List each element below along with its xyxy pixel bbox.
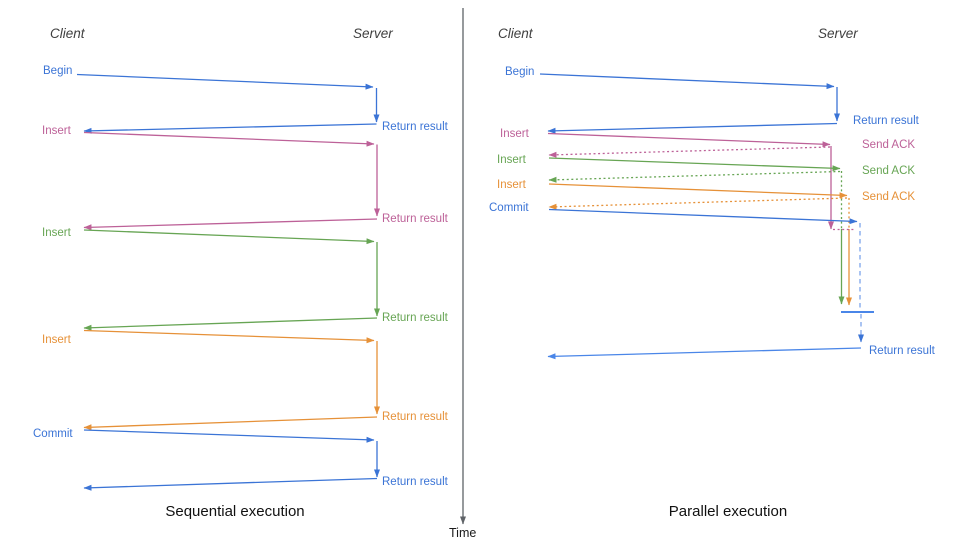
return-result-label: Return result [869, 345, 936, 357]
request-arrow-commit [548, 208, 858, 225]
request-arrow-insert2 [548, 157, 841, 172]
request-arrow-begin [539, 73, 835, 90]
return-arrow-begin [83, 123, 377, 134]
return-result-label: Return result [853, 115, 920, 127]
message-label-begin: Begin [505, 66, 534, 78]
message-label-insert2: Insert [42, 227, 72, 239]
send-ack-label: Send ACK [862, 139, 915, 151]
return-result-label: Return result [382, 312, 449, 324]
ack-arrow-insert2 [548, 170, 841, 183]
server-header: Server [818, 26, 858, 41]
message-label-commit: Commit [33, 428, 73, 440]
return-arrow-insert1 [83, 218, 378, 231]
message-label-insert1: Insert [500, 128, 530, 140]
send-ack-label: Send ACK [862, 191, 915, 203]
return-arrow-begin [547, 122, 838, 134]
request-arrow-insert3 [548, 183, 848, 199]
return-result-label: Return result [382, 476, 449, 488]
panel-caption-sequential: Sequential execution [165, 503, 304, 520]
request-arrow-begin [76, 73, 374, 90]
client-header: Client [498, 26, 534, 41]
send-ack-label: Send ACK [862, 165, 915, 177]
message-label-insert2: Insert [497, 154, 527, 166]
request-arrow-insert1 [83, 131, 375, 147]
sequential-panel: Client Server Begin Return result Insert… [33, 26, 449, 520]
time-axis: Time [449, 8, 476, 540]
request-arrow-commit [83, 429, 375, 443]
ack-arrow-insert3 [548, 197, 848, 210]
message-label-insert3: Insert [497, 179, 527, 191]
panel-caption-parallel: Parallel execution [669, 503, 787, 520]
message-label-insert3: Insert [42, 334, 72, 346]
server-header: Server [353, 26, 393, 41]
return-result-label: Return result [382, 411, 449, 423]
time-axis-label: Time [449, 526, 476, 540]
ack-arrow-insert1 [548, 146, 831, 158]
request-arrow-insert3 [83, 329, 375, 344]
message-label-commit: Commit [489, 202, 529, 214]
return-arrow-commit [83, 477, 378, 491]
return-arrow-commit [547, 347, 862, 360]
return-result-label: Return result [382, 121, 449, 133]
request-arrow-insert1 [547, 132, 831, 148]
parallel-panel: Client Server Begin Return result Insert… [489, 26, 936, 520]
message-label-begin: Begin [43, 65, 72, 77]
return-arrow-insert2 [83, 317, 378, 331]
client-header: Client [50, 26, 86, 41]
request-arrow-insert2 [83, 229, 375, 245]
return-arrow-insert3 [83, 416, 378, 431]
message-label-insert1: Insert [42, 125, 72, 137]
return-result-label: Return result [382, 213, 449, 225]
